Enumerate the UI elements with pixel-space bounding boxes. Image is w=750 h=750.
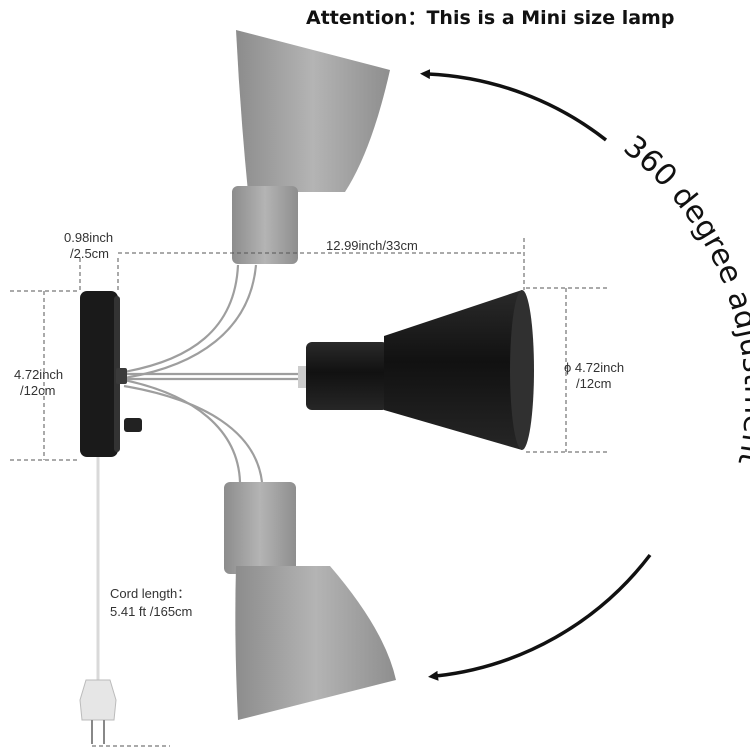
- cord-length-value: 5.41 ft /165cm: [110, 604, 192, 619]
- gooseneck-hoses: [123, 264, 300, 483]
- page-title: Attention：This is a Mini size lamp: [306, 7, 674, 29]
- switch-knob: [124, 418, 142, 432]
- rotation-label: 360 degree adjustment: [617, 129, 750, 469]
- plate-width-metric: /2.5cm: [70, 246, 109, 261]
- main-lamp: [298, 290, 534, 450]
- ghost-lamp-top: [232, 30, 390, 264]
- plate-width-label: 0.98inch: [64, 230, 113, 245]
- wall-plate: [80, 291, 142, 457]
- rotation-label-text: 360 degree adjustment: [617, 129, 750, 469]
- cord-length-label: Cord length：: [110, 586, 190, 601]
- ghost-lamp-bottom: [224, 482, 396, 720]
- shade-diameter-label: ϕ 4.72inch: [564, 360, 624, 375]
- plate-height-label: 4.72inch: [14, 367, 63, 382]
- arrow-down-icon: [428, 553, 652, 681]
- rotation-arrows: [420, 69, 652, 681]
- arm-length-label: 12.99inch/33cm: [326, 238, 418, 253]
- plate-height-metric: /12cm: [20, 383, 55, 398]
- dimension-guides: [10, 238, 608, 747]
- shade-diameter-metric: /12cm: [576, 376, 611, 391]
- arrow-up-icon: [420, 69, 608, 142]
- power-cord: [79, 457, 117, 744]
